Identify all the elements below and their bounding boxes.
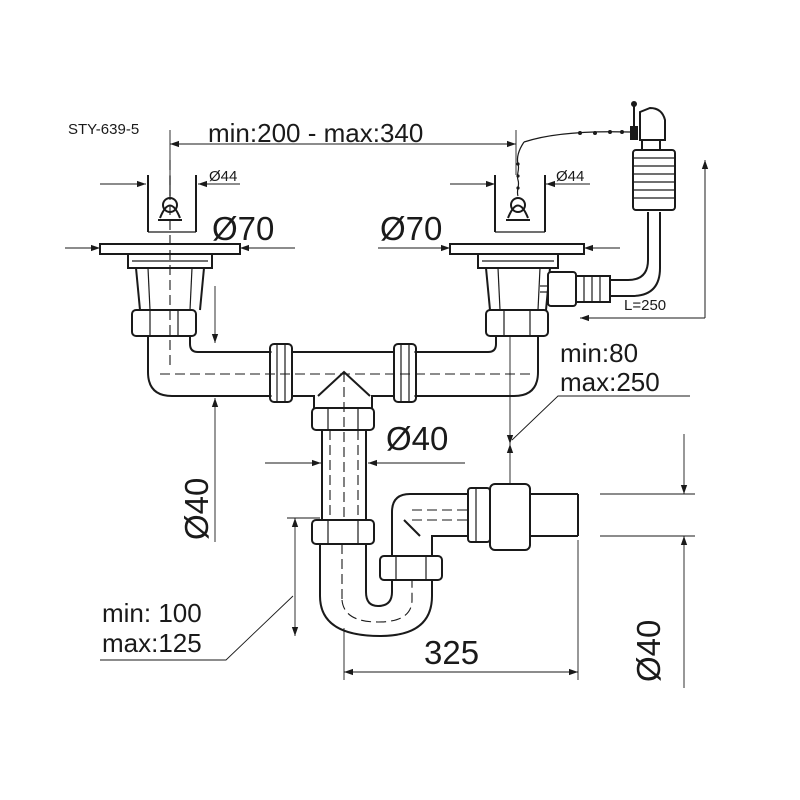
trap-height-max-label: max:125: [102, 628, 202, 658]
overflow-length-dimension: [580, 160, 709, 322]
trap-height-dimension: [100, 517, 320, 661]
drop-min-label: min:80: [560, 338, 638, 368]
overflow-hose: [610, 212, 661, 297]
right-basket-diameter-label: Ø70: [380, 210, 442, 247]
right-hole-diameter-label: Ø44: [556, 168, 584, 185]
overflow-length-label: L=250: [624, 297, 666, 314]
left-hole-diameter-label: Ø44: [209, 168, 237, 185]
left-vertical-diameter-label: Ø40: [178, 478, 215, 540]
model-code: STY-639-5: [68, 121, 139, 138]
outlet-length-label: 325: [424, 634, 479, 671]
drop-dimension: [506, 328, 690, 490]
right-strainer-assembly: [449, 141, 611, 337]
vertical-drop-pipe: [311, 372, 375, 520]
connecting-pipe: [147, 336, 539, 408]
chain-icon: [516, 141, 525, 197]
outlet-pipe-dimension: [600, 434, 695, 688]
overflow-head-icon: [523, 101, 676, 211]
trap-pipe-diameter-label: Ø40: [386, 420, 448, 457]
outlet-connector: [467, 483, 579, 551]
outlet-pipe-diameter-label: Ø40: [630, 620, 667, 682]
trap-height-min-label: min: 100: [102, 598, 202, 628]
u-trap: [311, 493, 490, 638]
outlet-length-dimension: [343, 540, 579, 680]
left-basket-diameter-label: Ø70: [212, 210, 274, 247]
drop-max-label: max:250: [560, 367, 660, 397]
right-strainer-plug-icon: [506, 197, 530, 221]
span-range-label: min:200 - max:340: [208, 118, 423, 148]
left-strainer-assembly: [99, 160, 241, 370]
